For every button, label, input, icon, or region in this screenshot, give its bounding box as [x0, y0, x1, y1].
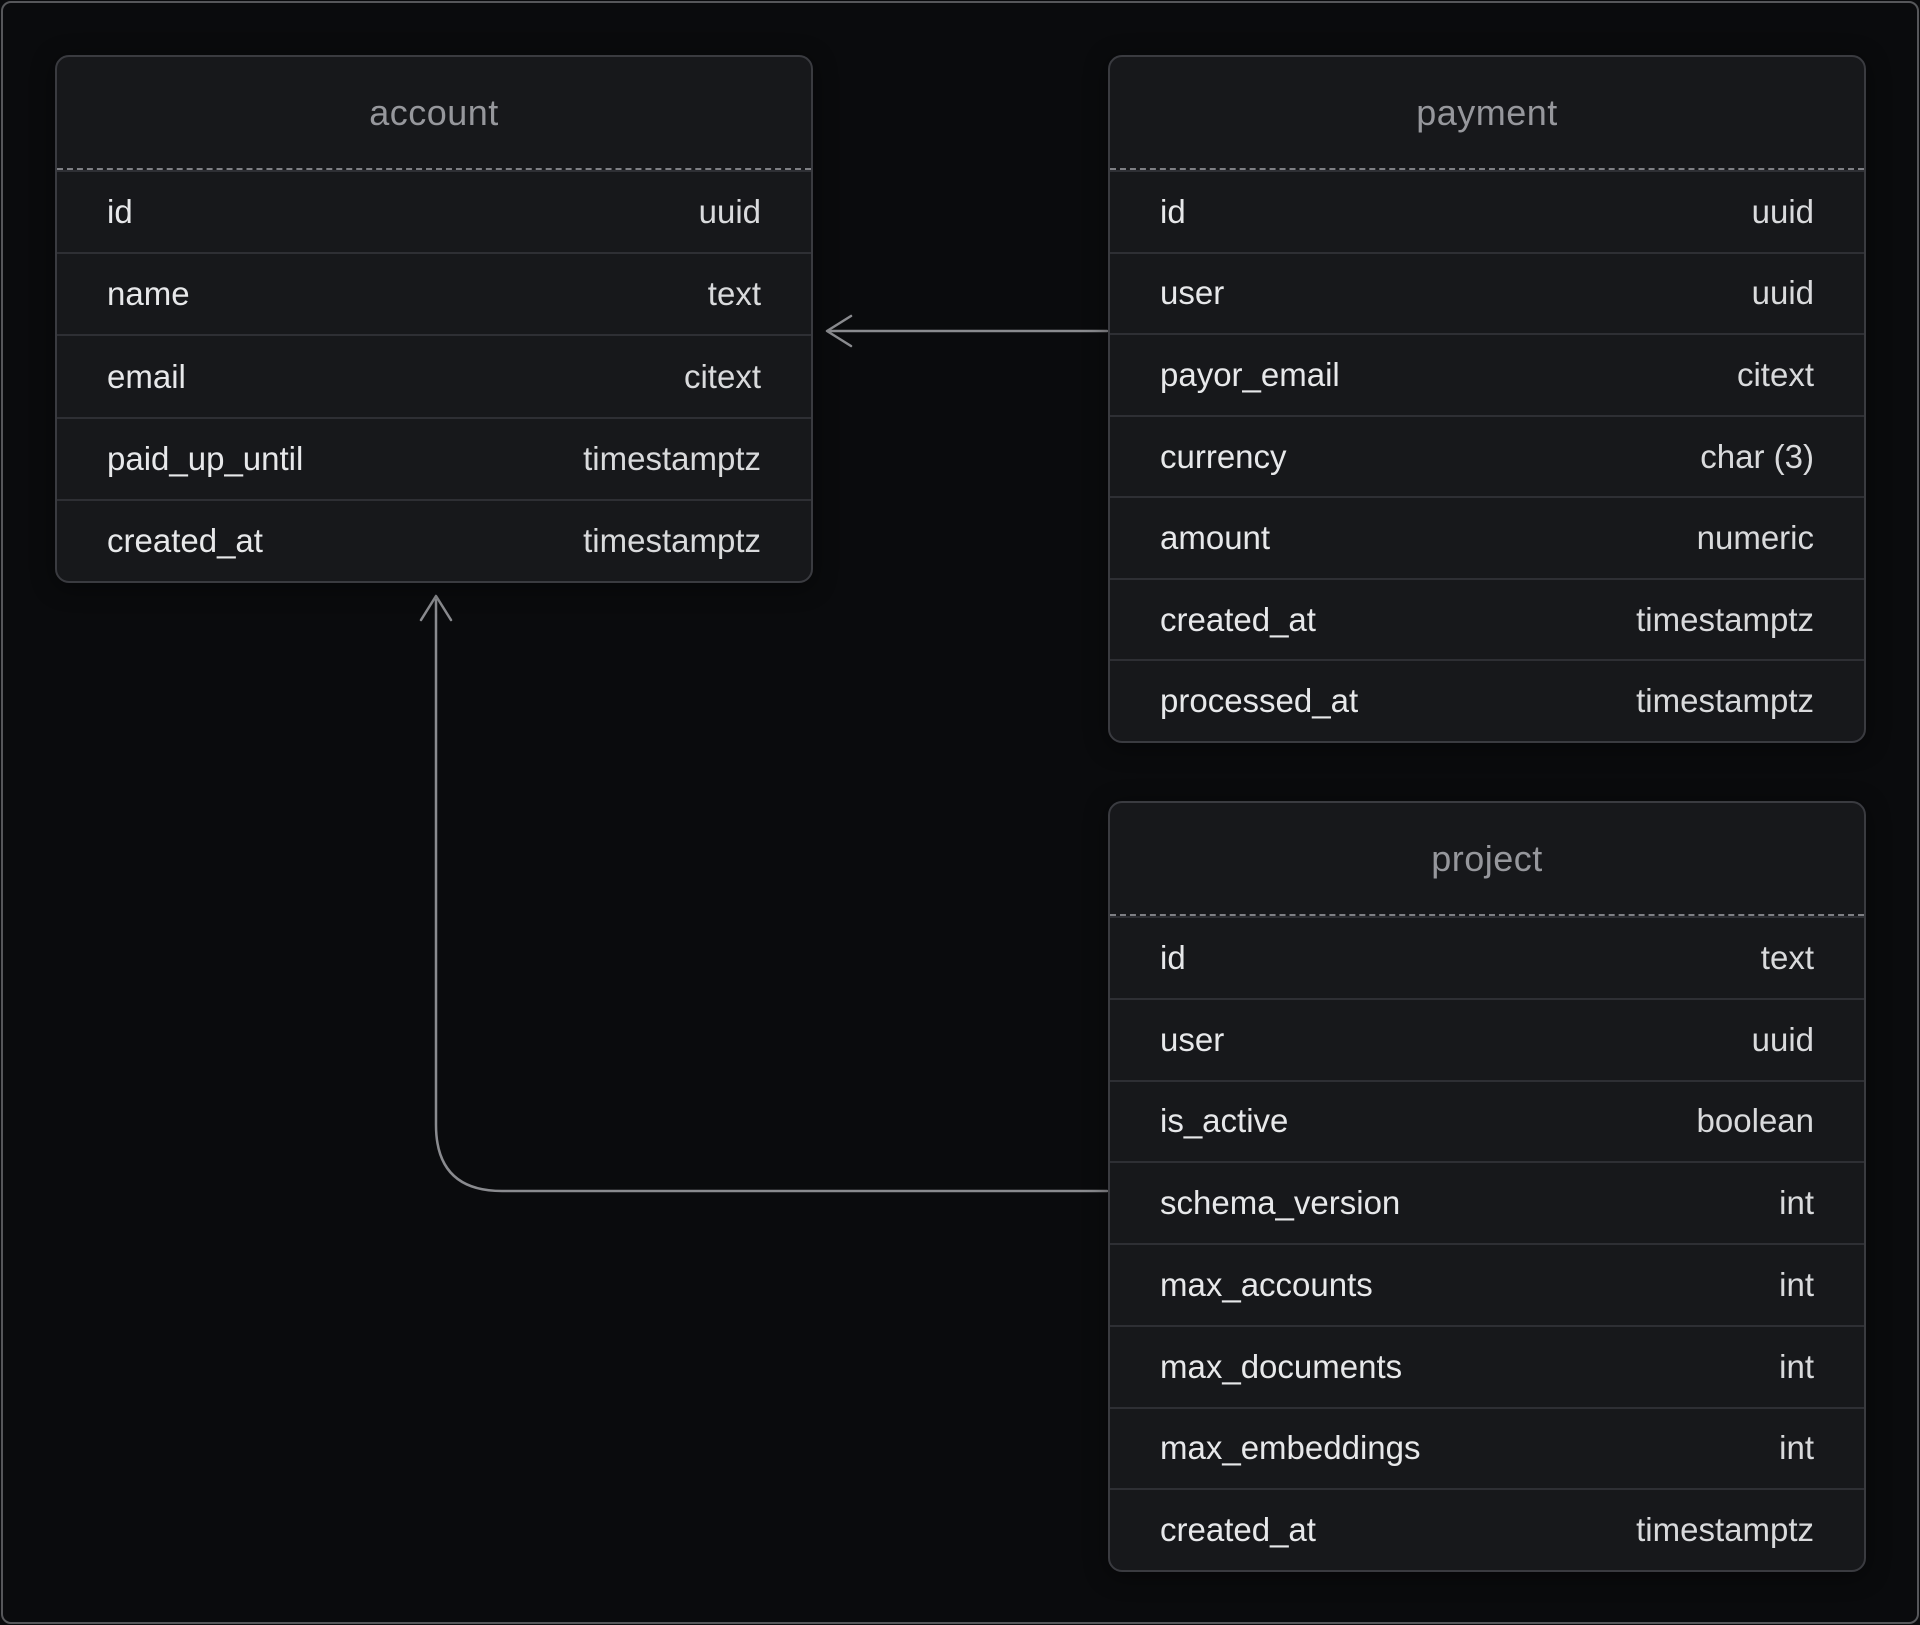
field-name: max_accounts: [1160, 1265, 1373, 1303]
table-row: id text: [1110, 916, 1864, 998]
field-name: amount: [1160, 519, 1271, 557]
table-title: account: [369, 91, 499, 133]
field-name: created_at: [1160, 600, 1316, 638]
field-type: char (3): [1700, 437, 1814, 475]
field-name: schema_version: [1160, 1184, 1401, 1222]
field-type: timestamptz: [1636, 682, 1814, 720]
table-row: max_embeddings int: [1110, 1406, 1864, 1489]
field-type: timestamptz: [1636, 1511, 1814, 1549]
field-type: timestamptz: [1636, 600, 1814, 638]
field-type: uuid: [698, 193, 761, 231]
table-title: payment: [1416, 91, 1558, 133]
table-row: is_active boolean: [1110, 1079, 1864, 1162]
field-type: text: [707, 275, 761, 313]
table-row: created_at timestamptz: [57, 498, 811, 581]
field-type: int: [1779, 1184, 1814, 1222]
relation-project-account-line: [434, 598, 1109, 1193]
table-row: id uuid: [57, 170, 811, 252]
field-name: processed_at: [1160, 682, 1359, 720]
table-row: max_accounts int: [1110, 1243, 1864, 1325]
field-type: citext: [683, 357, 761, 395]
table-row: paid_up_until timestamptz: [57, 416, 811, 499]
table-header: project: [1110, 803, 1864, 916]
field-name: id: [107, 193, 133, 231]
field-type: citext: [1736, 355, 1814, 393]
table-row: created_at timestamptz: [1110, 577, 1864, 660]
field-name: paid_up_until: [107, 439, 304, 477]
table-card-account[interactable]: account id uuid name text email citext p…: [55, 55, 813, 583]
table-row: created_at timestamptz: [1110, 1488, 1864, 1570]
field-name: is_active: [1160, 1102, 1289, 1140]
field-type: text: [1760, 938, 1814, 976]
table-row: name text: [57, 252, 811, 334]
field-type: uuid: [1751, 192, 1814, 230]
table-row: id uuid: [1110, 170, 1864, 252]
table-row: email citext: [57, 334, 811, 416]
table-row: currency char (3): [1110, 414, 1864, 497]
table-card-project[interactable]: project id text user uuid is_active bool…: [1108, 801, 1866, 1572]
field-name: email: [107, 357, 186, 395]
field-type: timestamptz: [583, 439, 761, 477]
field-name: user: [1160, 1020, 1225, 1058]
field-type: timestamptz: [583, 521, 761, 559]
table-row: schema_version int: [1110, 1161, 1864, 1243]
field-name: max_documents: [1160, 1347, 1403, 1385]
field-type: int: [1779, 1347, 1814, 1385]
field-name: user: [1160, 274, 1225, 312]
table-row: payor_email citext: [1110, 333, 1864, 415]
table-header: account: [57, 57, 811, 170]
table-row: processed_at timestamptz: [1110, 659, 1864, 741]
field-type: int: [1779, 1265, 1814, 1303]
field-name: created_at: [1160, 1511, 1316, 1549]
arrow-left-icon: [825, 314, 853, 348]
field-name: created_at: [107, 521, 263, 559]
field-type: uuid: [1751, 274, 1814, 312]
field-name: id: [1160, 192, 1186, 230]
field-name: max_embeddings: [1160, 1429, 1421, 1467]
table-row: user uuid: [1110, 251, 1864, 334]
field-name: id: [1160, 938, 1186, 976]
field-type: numeric: [1696, 519, 1814, 557]
field-name: name: [107, 275, 190, 313]
field-type: int: [1779, 1429, 1814, 1467]
table-row: amount numeric: [1110, 496, 1864, 578]
arrow-up-icon: [419, 594, 453, 622]
table-title: project: [1431, 837, 1543, 879]
table-card-payment[interactable]: payment id uuid user uuid payor_email ci…: [1108, 55, 1866, 743]
field-name: currency: [1160, 437, 1287, 475]
table-row: user uuid: [1110, 997, 1864, 1080]
table-header: payment: [1110, 57, 1864, 170]
field-type: boolean: [1696, 1102, 1814, 1140]
field-type: uuid: [1751, 1020, 1814, 1058]
field-name: payor_email: [1160, 355, 1340, 393]
table-row: max_documents int: [1110, 1324, 1864, 1407]
